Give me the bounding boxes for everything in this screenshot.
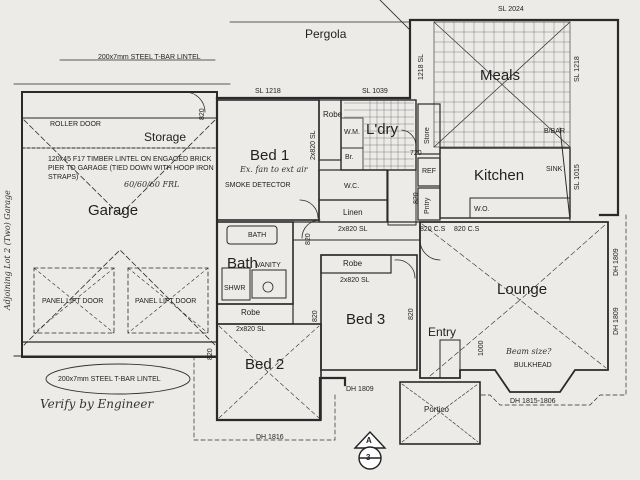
dim-820-cs-1: 820 C.S (454, 226, 480, 233)
dim-820-bed3: 820 (312, 310, 319, 322)
room-portico: Portico (424, 405, 449, 414)
room-br: Br. (345, 154, 354, 161)
dim-2x820-linen: 2x820 SL (338, 226, 368, 233)
room-meals: Meals (480, 67, 521, 84)
section-letter: A (366, 436, 372, 445)
dim-sl1218-top: SL 1218 (255, 88, 281, 95)
room-robe-bed1: Robe (323, 110, 343, 119)
room-garage: Garage (88, 202, 139, 219)
dim-sl1015: SL 1015 (574, 164, 581, 190)
room-pantry: Pntry (424, 197, 431, 214)
room-laundry: L'dry (366, 121, 399, 138)
room-wm: W.M. (344, 129, 360, 136)
dim-820-bed1: 820 (305, 233, 312, 245)
room-robe-bed2: Robe (241, 308, 261, 317)
room-robe-bed3: Robe (343, 259, 363, 268)
room-linen: Linen (343, 208, 363, 217)
room-bed3: Bed 3 (346, 311, 386, 328)
dim-1000: 1000 (478, 340, 485, 356)
room-kitchen: Kitchen (474, 167, 525, 184)
note-breakfast-bar: B/BAR (544, 128, 566, 135)
room-vanity: VANITY (256, 262, 281, 269)
room-storage: Storage (144, 130, 187, 144)
note-frl: 60/60/60 FRL (124, 180, 180, 189)
dim-dh1809-c: DH 1809 (613, 307, 620, 335)
room-bed1: Bed 1 (250, 147, 290, 164)
note-roller-door: ROLLER DOOR (50, 121, 101, 128)
note-cloud (45, 363, 191, 395)
dim-sl1218-ldry: 1218 SL (418, 53, 425, 80)
section-marker (353, 430, 387, 470)
note-bulkhead: BULKHEAD (514, 362, 552, 369)
note-lintel-bottom: 200x7mm STEEL T-BAR LINTEL (58, 376, 161, 383)
room-bath-tub: BATH (248, 232, 267, 239)
dim-2x820-bath: 2x820 SL (236, 326, 266, 333)
note-beam-size: Beam size? (506, 347, 552, 356)
dim-dh1815: DH 1815-1806 (510, 398, 556, 405)
note-verify-engineer: Verify by Engineer (40, 397, 154, 411)
section-number: 3 (366, 453, 371, 462)
room-entry: Entry (428, 325, 457, 339)
dim-sl1218-meals: SL 1218 (574, 56, 581, 82)
room-pergola: Pergola (305, 27, 347, 41)
room-wc: W.C. (344, 183, 360, 190)
room-store: Store (424, 127, 431, 144)
note-adjoining-garage: Adjoining Lot 2 (Two) Garage (3, 190, 12, 310)
room-bath: Bath (227, 255, 258, 272)
room-lounge: Lounge (497, 281, 548, 298)
note-panel-door-1: PANEL LIFT DOOR (42, 298, 104, 305)
dim-2x820-robe3: 2x820 SL (340, 277, 370, 284)
dim-2x820-robe: 2x820 SL (310, 130, 317, 160)
dim-820-cs-2: 820 C.S (420, 226, 446, 233)
note-smoke-detector: SMOKE DETECTOR (225, 182, 291, 189)
dim-sl1039: SL 1039 (362, 88, 388, 95)
dim-sl2024: SL 2024 (498, 6, 524, 13)
dim-720: 720 (410, 150, 422, 157)
room-ref: REF (422, 168, 436, 175)
room-bed2: Bed 2 (245, 356, 285, 373)
note-panel-door-2: PANEL LIFT DOOR (135, 298, 197, 305)
room-shower: SHWR (224, 285, 246, 292)
tile-grid (344, 22, 570, 170)
note-wall-oven: W.O. (474, 206, 490, 213)
dim-820-bed2: 820 (207, 348, 214, 360)
dim-820-bed3b: 820 (408, 308, 415, 320)
note-ex-fan: Ex. fan to ext air (240, 165, 308, 174)
dim-dh1816: DH 1816 (256, 434, 284, 441)
note-timber-lintel: 120x45 F17 TIMBER LINTEL ON ENGAGED BRIC… (48, 156, 214, 181)
dim-820-store: 820 (413, 192, 420, 204)
dim-dh1809-a: DH 1809 (346, 386, 374, 393)
dim-820-garage: 820 (199, 108, 206, 120)
note-lintel-top: 200x7mm STEEL T-BAR LINTEL (98, 54, 201, 61)
dim-dh1809-b: DH 1809 (613, 248, 620, 276)
note-sink: SINK (546, 166, 563, 173)
